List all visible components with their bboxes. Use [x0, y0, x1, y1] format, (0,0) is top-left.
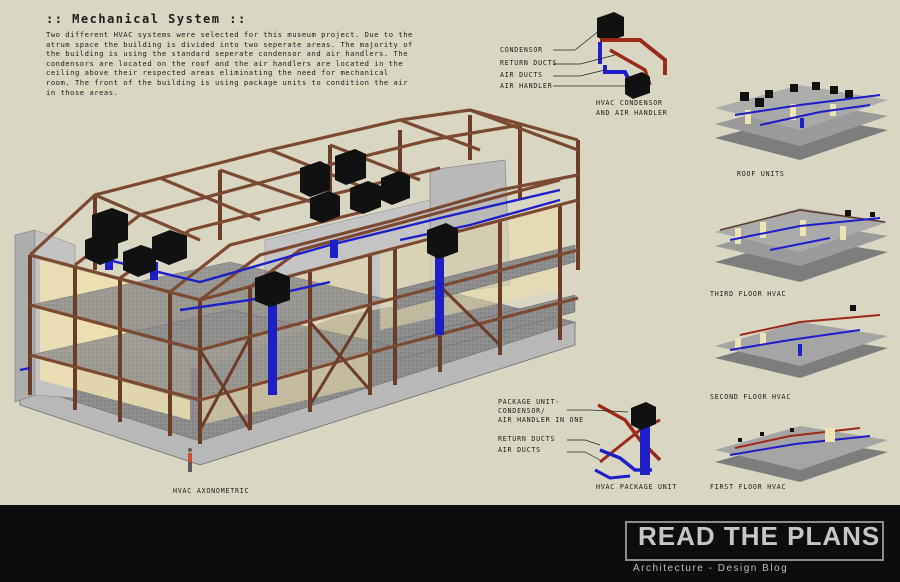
- first-floor-caption: FIRST FLOOR HVAC: [710, 483, 787, 491]
- brand-logo-frame: [625, 521, 884, 561]
- third-floor-caption: THIRD FLOOR HVAC: [710, 290, 787, 298]
- second-floor-caption: SECOND FLOOR HVAC: [710, 393, 792, 401]
- first-floor-plan: [715, 426, 888, 482]
- hvac-drawings: [14, 12, 888, 482]
- main-axonometric: [14, 108, 580, 472]
- footer-bar: [0, 505, 900, 582]
- split-label-return-ducts: RETURN DUCTS: [500, 59, 558, 67]
- brand-subtitle: Architecture - Design Blog: [633, 563, 789, 574]
- split-caption-line2: AND AIR HANDLER: [596, 109, 668, 117]
- package-label-line2: CONDENSOR/: [498, 407, 546, 415]
- split-caption-line1: HVAC CONDENSOR: [596, 99, 663, 107]
- package-label-line1: PACKAGE UNIT-: [498, 398, 561, 406]
- package-label-line3: AIR HANDLER IN ONE: [498, 416, 584, 424]
- split-label-air-ducts: AIR DUCTS: [500, 71, 543, 79]
- second-floor-plan: [715, 305, 888, 378]
- description-text: Two different HVAC systems were selected…: [46, 30, 413, 97]
- page-title: :: Mechanical System ::: [46, 12, 247, 26]
- roof-units-plan: [715, 82, 888, 160]
- split-label-condensor: CONDENSOR: [500, 46, 543, 54]
- roof-units-caption: ROOF UNITS: [737, 170, 785, 178]
- split-system-detail: [553, 12, 667, 99]
- main-axo-caption: HVAC AXONOMETRIC: [173, 487, 250, 495]
- scale-figure-icon: [188, 448, 192, 472]
- third-floor-plan: [715, 208, 888, 282]
- package-label-return-ducts: RETURN DUCTS: [498, 435, 556, 443]
- package-caption: HVAC PACKAGE UNIT: [596, 483, 678, 491]
- brand-title: READ THE PLANS: [638, 521, 881, 551]
- split-label-air-handler: AIR HANDLER: [500, 82, 553, 90]
- package-unit-detail: [567, 402, 662, 480]
- package-label-air-ducts: AIR DUCTS: [498, 446, 541, 454]
